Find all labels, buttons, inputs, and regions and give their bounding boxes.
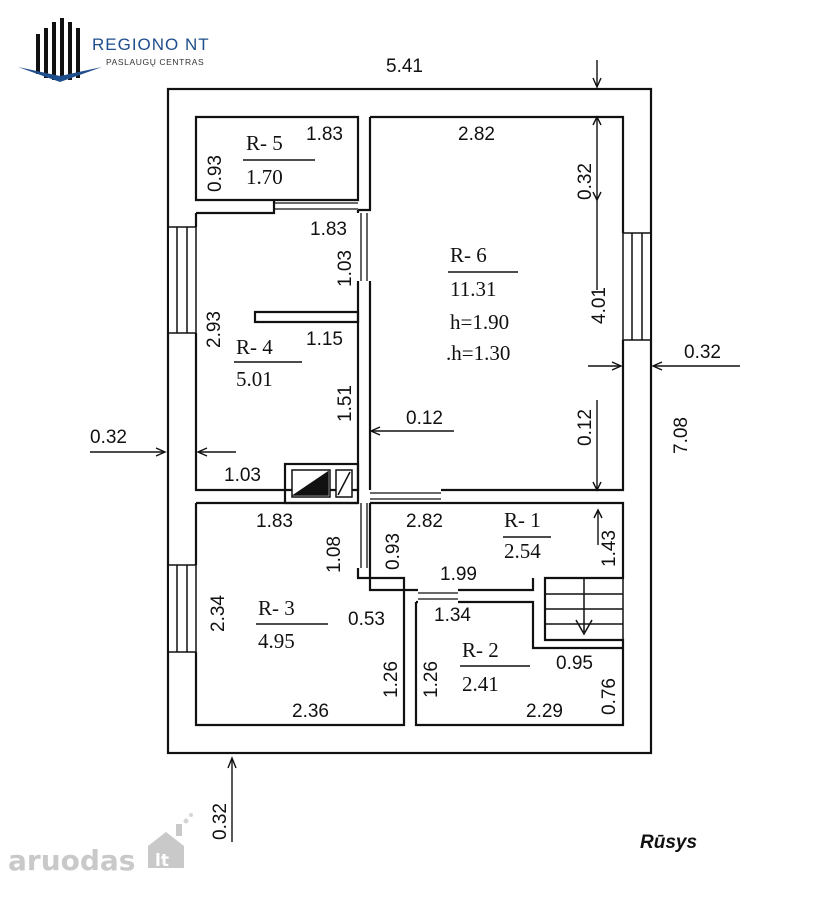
dim-r1-bottom: 1.99 — [440, 564, 477, 585]
dim-bottom-wall: 0.32 — [210, 803, 231, 840]
floor-caption: Rūsys — [640, 832, 697, 853]
room-r2-area: 2.41 — [462, 672, 499, 696]
dim-r5-width: 1.83 — [306, 124, 343, 145]
wall-r2 — [414, 600, 625, 727]
brand-subtitle: PASLAUGŲ CENTRAS — [106, 57, 204, 67]
door-r6-r1 — [370, 492, 441, 500]
dim-r6-width: 2.82 — [458, 124, 495, 145]
dim-r2-bottom: 2.29 — [526, 701, 563, 722]
wall-r6 — [358, 115, 625, 492]
door-r4-r6 — [360, 213, 368, 281]
dim-r3-door: 1.08 — [324, 536, 345, 573]
room-r4-name: R- 4 — [236, 335, 273, 359]
room-r1-area: 2.54 — [504, 539, 541, 563]
dim-r5-height: 0.93 — [205, 155, 226, 192]
dim-r2-right: 0.76 — [599, 678, 620, 715]
doors — [274, 202, 458, 600]
building-icon — [36, 18, 80, 80]
dim-r3-bottom: 2.36 — [292, 701, 329, 722]
dim-r3-notch: 0.53 — [348, 609, 385, 630]
dim-r2-height: 1.26 — [421, 661, 442, 698]
room-r6-h1: h=1.90 — [450, 310, 509, 334]
dim-r4-top-width: 1.83 — [310, 219, 347, 240]
dim-r3-width: 1.83 — [256, 511, 293, 532]
watermark-text: aruodas — [8, 844, 135, 877]
dimension-arrows — [90, 60, 740, 842]
outer-wall — [166, 87, 653, 755]
room-labels: R- 5 1.70 R- 6 11.31 h=1.90 .h=1.30 R- 4… — [236, 131, 541, 696]
room-r4-area: 5.01 — [236, 367, 273, 391]
room-r6-name: R- 6 — [450, 243, 487, 267]
room-r5-name: R- 5 — [246, 131, 283, 155]
meter-icon — [291, 470, 329, 496]
dim-r6-height: 4.01 — [589, 287, 610, 324]
room-r6-h2: .h=1.30 — [446, 341, 510, 365]
logo-swoosh — [18, 67, 102, 82]
room-r5-area: 1.70 — [246, 165, 283, 189]
dimension-labels: 5.41 0.32 0.32 0.12 1.83 2.82 1.83 1.15 … — [90, 56, 721, 840]
room-r2: R- 2 2.41 — [462, 638, 499, 696]
dim-right-wall: 0.32 — [684, 342, 721, 363]
room-r3-name: R- 3 — [258, 596, 295, 620]
window-r3 — [167, 564, 197, 653]
room-r6-area: 11.31 — [450, 277, 496, 301]
dim-r1-width: 2.82 — [406, 511, 443, 532]
brand-logo: REGIONO NT PASLAUGŲ CENTRAS — [18, 18, 210, 82]
room-r3-area: 4.95 — [258, 629, 295, 653]
dim-r6-top-offset: 0.32 — [575, 163, 596, 200]
shaft — [283, 462, 360, 505]
dim-right-height: 7.08 — [671, 417, 692, 454]
windows — [167, 226, 652, 653]
dim-r4-bottom: 1.03 — [224, 465, 261, 486]
house-icon — [148, 813, 193, 868]
dim-r4-door: 1.03 — [335, 250, 356, 287]
dim-r4-lower: 1.51 — [335, 385, 356, 422]
watermark: aruodas lt — [8, 813, 193, 877]
partition-r4 — [253, 310, 360, 324]
room-r4: R- 4 5.01 — [236, 335, 273, 391]
dim-r3-height: 2.34 — [208, 595, 229, 632]
dim-r1-right: 1.43 — [599, 530, 620, 567]
room-r1-name: R- 1 — [504, 508, 541, 532]
dim-r1-height: 0.93 — [383, 533, 404, 570]
window-r6 — [622, 232, 652, 341]
dim-inner-wall: 0.12 — [406, 408, 443, 429]
room-r1: R- 1 2.54 — [504, 508, 541, 563]
room-r5: R- 5 1.70 — [246, 131, 283, 189]
door-r3-r1 — [360, 503, 368, 568]
dim-r6-bottom-offset: 0.12 — [575, 409, 596, 446]
dim-r4-partition: 1.15 — [306, 329, 343, 350]
door-r5-r4 — [274, 202, 358, 210]
dim-left-wall: 0.32 — [90, 427, 127, 448]
window-r4 — [167, 226, 197, 334]
room-r6: R- 6 11.31 h=1.90 .h=1.30 — [446, 243, 510, 365]
room-r2-name: R- 2 — [462, 638, 499, 662]
room-r3: R- 3 4.95 — [258, 596, 295, 653]
wall-r5 — [194, 115, 360, 202]
dim-r2-door: 1.34 — [434, 605, 471, 626]
wall-fill — [169, 227, 650, 652]
watermark-suffix: lt — [155, 851, 169, 871]
dim-top-width: 5.41 — [386, 56, 423, 77]
dim-r2-notch: 0.95 — [556, 653, 593, 674]
dim-r3-lower: 1.26 — [381, 661, 402, 698]
door-r1-r2 — [418, 592, 458, 600]
shaft-symbols — [291, 469, 353, 498]
stairs-icon — [544, 577, 624, 641]
brand-name: REGIONO NT — [92, 35, 210, 54]
dim-r4-height: 2.93 — [204, 311, 225, 348]
